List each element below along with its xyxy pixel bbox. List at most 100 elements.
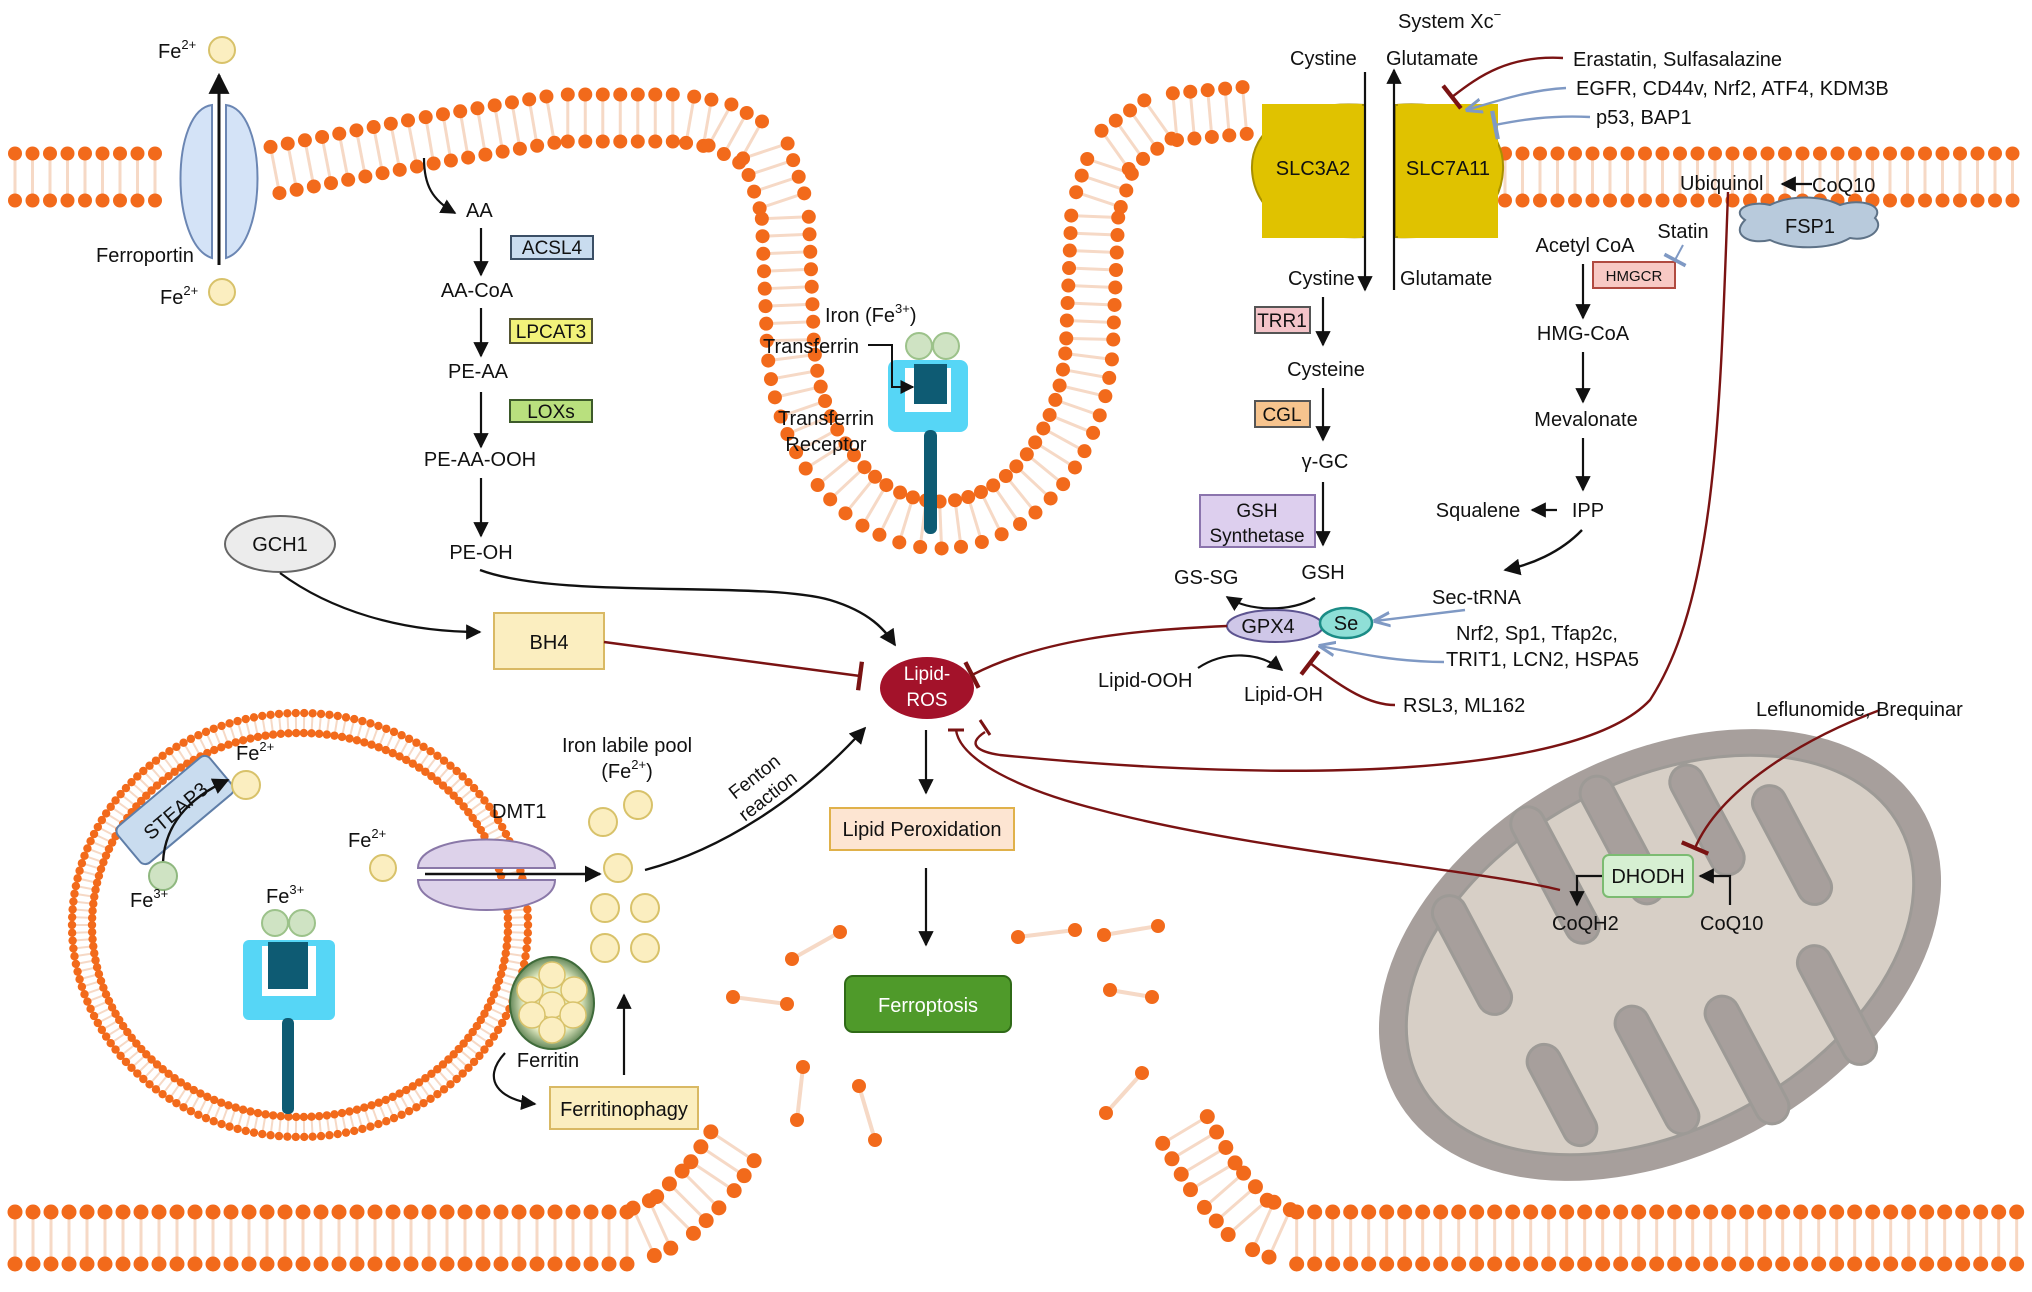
lipid-peroxidation-label: Lipid Peroxidation — [843, 819, 1002, 841]
lipid-head — [95, 193, 110, 208]
pathway-step-pe-aa: PE-AA — [448, 361, 509, 383]
lipid-head — [994, 527, 1009, 542]
lipid-head — [803, 262, 818, 277]
lipid-head — [578, 87, 593, 102]
lipid-head — [280, 136, 295, 151]
lipid-head — [1433, 1256, 1449, 1272]
fe2-label-endosome: Fe2+ — [236, 739, 274, 765]
lipid-head — [1106, 332, 1121, 347]
lipid-head — [1289, 1256, 1305, 1272]
lipid-fragment-tail — [732, 995, 788, 1006]
lipid-head — [1019, 447, 1034, 462]
lipid-head — [470, 101, 485, 116]
lipid-ros-label-2: ROS — [906, 690, 947, 711]
plasma-membrane-right — [1498, 146, 2020, 208]
lipid-head — [1119, 183, 1134, 198]
lipid-head — [1847, 1204, 1863, 1220]
lipid-head — [1775, 1204, 1791, 1220]
lipid-head — [475, 1256, 491, 1272]
lipid-head — [1970, 193, 1985, 208]
lipid-head — [1220, 1227, 1236, 1243]
lipid-head — [385, 1256, 401, 1272]
gpx4-regulators-1: Nrf2, Sp1, Tfap2c, — [1456, 623, 1618, 645]
lipid-head — [1690, 193, 1705, 208]
lipid-fragment-head — [1097, 928, 1111, 942]
fe2-ion — [603, 853, 633, 883]
lipid-head — [223, 1256, 239, 1272]
bh4-box — [493, 612, 605, 670]
lipid-head — [1935, 146, 1950, 161]
lipid-head — [948, 493, 963, 508]
lipid-head — [272, 186, 287, 201]
lipid-head — [522, 92, 537, 107]
lipid-head — [1795, 146, 1810, 161]
lipid-head — [1397, 1204, 1413, 1220]
lipid-head — [830, 422, 845, 437]
lipid-head — [43, 146, 57, 161]
lipid-head — [1196, 1199, 1212, 1215]
promotion-edge-egfr — [1467, 86, 1567, 110]
lipid-head — [973, 485, 988, 500]
lipid-head — [1266, 1194, 1282, 1210]
ferritin-cage — [509, 956, 595, 1050]
lipid-head — [1218, 81, 1233, 96]
lipid-head — [461, 150, 476, 165]
lipid-head — [439, 1204, 455, 1220]
lipid-head — [1533, 146, 1547, 161]
lipid-head — [757, 281, 772, 296]
lipid-head — [1918, 193, 1932, 208]
lipid-head — [1469, 1256, 1485, 1272]
lipid-head — [1649, 1204, 1665, 1220]
lipid-head — [1261, 1249, 1277, 1265]
lipid-head — [1204, 129, 1219, 144]
lipid-head — [767, 390, 782, 405]
fe2-ion — [590, 893, 620, 923]
lipid-head — [560, 87, 575, 102]
lipid-head — [868, 469, 883, 484]
lipid-head — [113, 146, 127, 161]
lipid-head — [601, 1204, 617, 1220]
lipid-head — [313, 1256, 329, 1272]
lipid-head — [583, 1204, 599, 1220]
lipid-head — [97, 1256, 113, 1272]
mev-step-acetyl-coa: Acetyl CoA — [1536, 235, 1636, 257]
dmt1-transporter — [416, 838, 602, 911]
lipid-head — [313, 1204, 329, 1220]
lipid-head — [1182, 1182, 1198, 1198]
lipid-head — [755, 229, 770, 244]
lipid-head — [1703, 1204, 1719, 1220]
lipid-head — [1013, 516, 1028, 531]
transferrin-receptor-label-1: Transferrin — [778, 408, 874, 430]
fe3-label-receptor: Fe3+ — [266, 882, 304, 908]
lipid-head — [892, 535, 907, 550]
lipid-head — [78, 146, 92, 161]
gpx4-inhibitors-rsl3: RSL3, ML162 — [1403, 695, 1525, 717]
lipid-head — [1673, 146, 1687, 161]
lipid-head — [1631, 1204, 1647, 1220]
lipid-head — [1603, 193, 1617, 208]
lipid-head — [475, 1204, 491, 1220]
lipid-head — [1469, 1204, 1485, 1220]
lipid-head — [375, 166, 390, 181]
lipid-head — [1760, 146, 1775, 161]
lipid-head — [1577, 1256, 1593, 1272]
lipid-head — [1703, 1256, 1719, 1272]
lipid-head — [630, 134, 645, 149]
lipid-head — [687, 89, 702, 104]
lipid-head — [685, 1225, 701, 1241]
plasma-membrane-left — [8, 146, 162, 208]
lipid-head — [1236, 1165, 1252, 1181]
lipid-head — [1919, 1204, 1935, 1220]
lipid-head — [1667, 1204, 1683, 1220]
fsp1-inhibits-lipid-ros-edge — [974, 191, 1730, 772]
lipid-head — [1235, 80, 1250, 95]
lipid-head — [539, 89, 554, 104]
lipid-head — [1900, 193, 1915, 208]
cystine-out-label: Cystine — [1290, 48, 1357, 70]
lipid-head — [385, 1204, 401, 1220]
slc3a2-label: SLC3A2 — [1276, 158, 1351, 180]
glutamate-out-label: Glutamate — [1386, 48, 1478, 70]
endosome — [67, 708, 533, 1142]
fe2-ion — [588, 807, 618, 837]
lipid-head — [1108, 280, 1123, 295]
